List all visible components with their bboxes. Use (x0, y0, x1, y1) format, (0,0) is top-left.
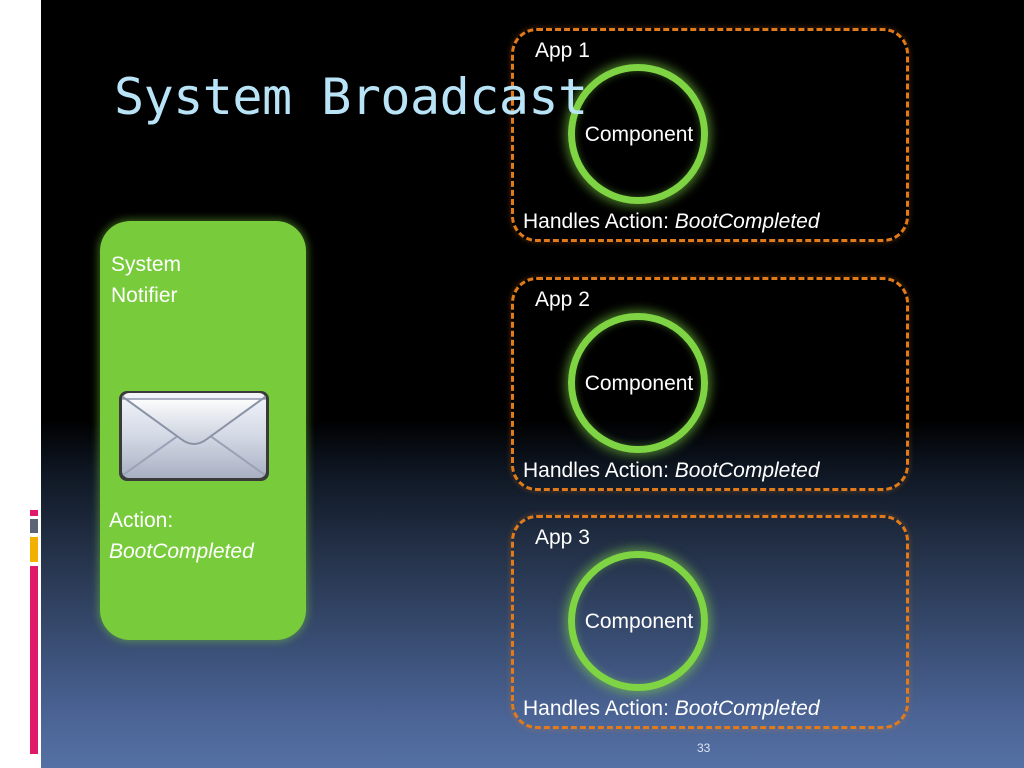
app-3-component-label: Component (584, 610, 694, 633)
app-3-component-circle (568, 551, 708, 691)
page-number: 33 (697, 741, 711, 755)
accent-bar-pink-long (30, 566, 38, 754)
app-2-component-circle (568, 313, 708, 453)
system-notifier-label-line1: System (111, 253, 182, 276)
action-value: BootCompleted (109, 540, 254, 563)
app-3-handles-value: BootCompleted (674, 697, 820, 720)
envelope-icon (119, 391, 269, 481)
app-2-handles-value: BootCompleted (674, 459, 820, 482)
accent-bar-yellow (30, 537, 38, 562)
app-2-name: App 2 (535, 288, 590, 311)
app-2-box: App 2 Component Handles Action: BootComp… (511, 277, 909, 491)
accent-bar-pink-small (30, 510, 38, 516)
accent-bar-gray (30, 519, 38, 533)
app-2-component-label: Component (584, 372, 694, 395)
slide-canvas: System Broadcast System Notifier (41, 0, 1024, 768)
slide-title: System Broadcast (114, 68, 588, 126)
app-1-handles-value: BootCompleted (674, 210, 820, 233)
system-notifier-box: System Notifier Action: (100, 221, 306, 640)
system-notifier-action: Action: BootCompleted (109, 505, 254, 567)
app-2-handles-label: Handles Action: (523, 459, 669, 482)
app-1-handles-action: Handles Action: BootCompleted (523, 210, 820, 234)
app-3-handles-action: Handles Action: BootCompleted (523, 697, 820, 721)
system-notifier-label: System Notifier (111, 249, 231, 311)
app-1-component-label: Component (584, 123, 694, 146)
action-label: Action: (109, 509, 174, 532)
app-1-box: App 1 Component Handles Action: BootComp… (511, 28, 909, 242)
system-notifier-label-line2: Notifier (111, 284, 178, 307)
app-1-component-circle (568, 64, 708, 204)
app-1-handles-label: Handles Action: (523, 210, 669, 233)
app-3-box: App 3 Component Handles Action: BootComp… (511, 515, 909, 729)
app-2-handles-action: Handles Action: BootCompleted (523, 459, 820, 483)
app-3-handles-label: Handles Action: (523, 697, 669, 720)
app-3-name: App 3 (535, 526, 590, 549)
app-1-name: App 1 (535, 39, 590, 62)
